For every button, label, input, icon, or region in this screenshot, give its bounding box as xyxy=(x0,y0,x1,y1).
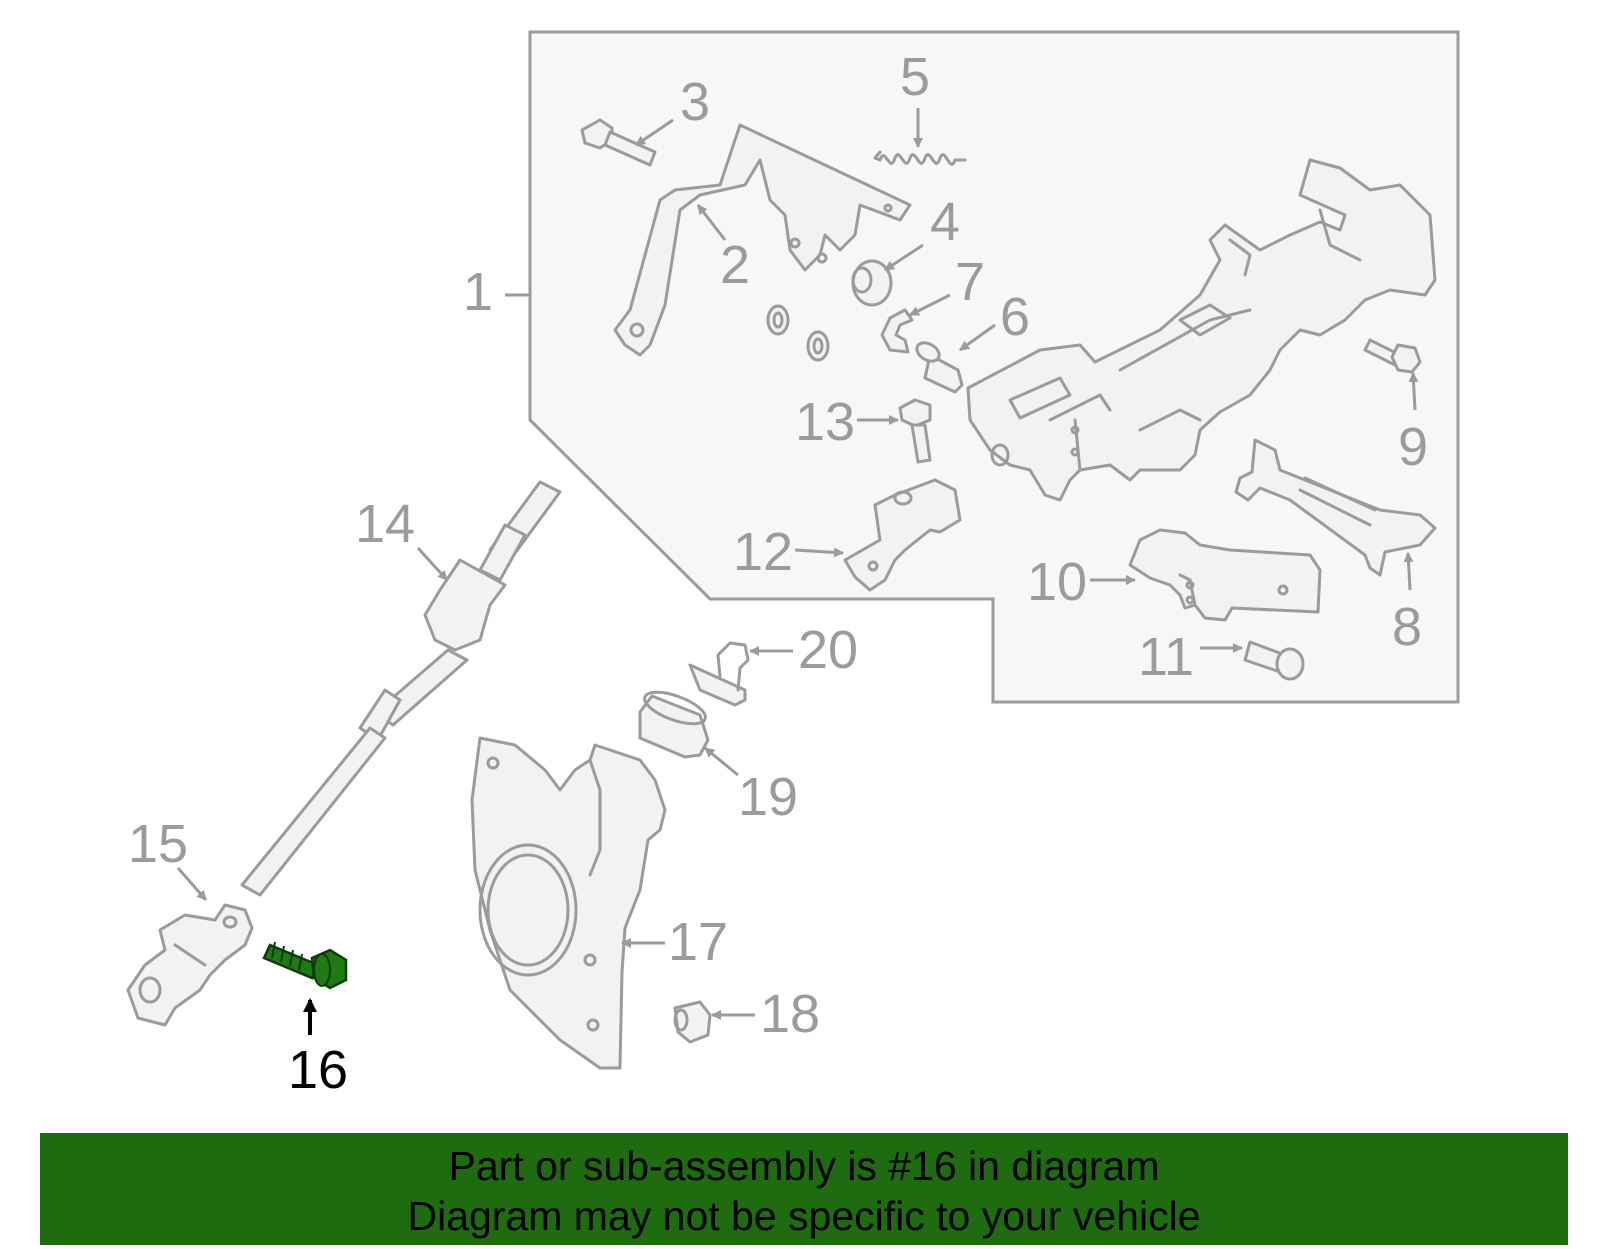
callout-18: 18 xyxy=(760,984,820,1044)
steering-column xyxy=(966,158,1437,502)
leader-19 xyxy=(704,746,739,777)
leader-2 xyxy=(696,204,727,241)
assembly-box xyxy=(528,30,1460,704)
washers xyxy=(766,304,830,362)
leader-3 xyxy=(635,118,674,147)
callout-16: 16 xyxy=(288,1040,348,1100)
callout-20: 20 xyxy=(798,620,858,680)
callout-14: 14 xyxy=(355,494,415,554)
callout-12: 12 xyxy=(733,522,793,582)
callout-10: 10 xyxy=(1027,552,1087,612)
caption-line-2: Diagram may not be specific to your vehi… xyxy=(407,1193,1201,1239)
leader-15 xyxy=(176,867,208,901)
callout-13: 13 xyxy=(795,392,855,452)
callout-5: 5 xyxy=(900,47,930,107)
callout-4: 4 xyxy=(930,192,960,252)
callout-9: 9 xyxy=(1398,417,1428,477)
steering-shaft-part-14 xyxy=(240,480,562,897)
callout-8: 8 xyxy=(1392,597,1422,657)
callout-7: 7 xyxy=(955,252,985,312)
caption-line-1: Part or sub-assembly is #16 in diagram xyxy=(448,1143,1160,1189)
leader-14 xyxy=(416,546,449,582)
leader-8 xyxy=(1403,552,1414,591)
bolt-part-3 xyxy=(580,118,657,167)
callout-15: 15 xyxy=(128,814,188,874)
callout-19: 19 xyxy=(738,767,798,827)
callout-1: 1 xyxy=(463,262,493,322)
clip-part-7 xyxy=(880,308,914,354)
universal-joint-part-15 xyxy=(126,903,254,1027)
nut-part-18 xyxy=(673,1000,712,1044)
bolt-part-16-highlighted xyxy=(262,941,348,990)
callout-2: 2 xyxy=(720,235,750,295)
leader-12 xyxy=(794,547,844,558)
pin-part-6 xyxy=(915,341,964,394)
callout-17: 17 xyxy=(668,912,728,972)
cap-part-20 xyxy=(688,641,750,707)
bolt-part-9 xyxy=(1363,338,1422,374)
shield-part-10 xyxy=(1128,528,1322,622)
caption-bar: Part or sub-assembly is #16 in diagram D… xyxy=(40,1133,1568,1245)
boot-part-17 xyxy=(470,736,667,1070)
spring-part-5 xyxy=(873,150,967,166)
leader-6 xyxy=(959,323,996,352)
joint-part-12 xyxy=(843,478,962,592)
callout-6: 6 xyxy=(1000,287,1030,347)
grommet-part-19 xyxy=(638,690,710,759)
bushing-part-4 xyxy=(851,259,893,307)
leader-7 xyxy=(909,293,951,317)
callout-11: 11 xyxy=(1138,627,1194,687)
bolt-part-11 xyxy=(1243,640,1305,681)
leader-9 xyxy=(1408,372,1419,411)
bracket-part-8 xyxy=(1234,438,1437,577)
callout-3: 3 xyxy=(680,72,710,132)
bracket-part-2 xyxy=(613,123,912,357)
leader-4 xyxy=(884,243,924,272)
bolt-part-13 xyxy=(898,398,932,464)
